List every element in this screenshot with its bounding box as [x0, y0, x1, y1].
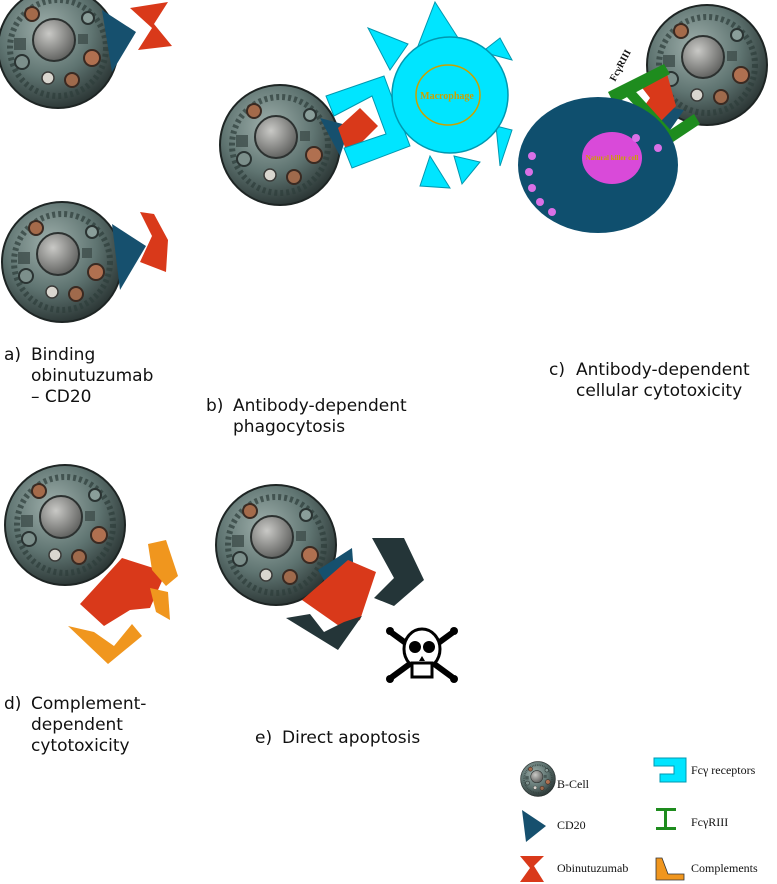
- legend-cd20-label: CD20: [557, 818, 586, 832]
- panel-b-bcell: [220, 85, 340, 205]
- legend-fc-receptors-label: Fcγ receptors: [691, 763, 756, 777]
- legend-cd20-icon: [522, 810, 546, 842]
- panel-d-bcell: [5, 465, 125, 585]
- panel-e-apoptosis-wedges: [286, 538, 424, 650]
- caption-a-line-3: – CD20: [31, 387, 92, 407]
- panel-b-obinutuzumab: [338, 108, 378, 158]
- caption-d-line-3: cytotoxicity: [31, 736, 130, 756]
- legend-bcell-label: B-Cell: [557, 777, 589, 791]
- panel-a-obinutuzumab-bottom: [140, 212, 168, 272]
- caption-c-line-2: cellular cytotoxicity: [576, 381, 743, 401]
- caption-d-line-1: Complement-: [31, 694, 147, 714]
- legend-bcell-icon: [519, 760, 557, 798]
- caption-d-line-2: dependent: [31, 715, 123, 735]
- caption-d: d) Complement- dependent cytotoxicity: [4, 694, 204, 760]
- macrophage-label: Macrophage: [420, 91, 474, 102]
- caption-b-line-1: Antibody-dependent: [233, 396, 407, 416]
- panel-d-obinutuzumab: [80, 558, 166, 626]
- caption-e-line-1: Direct apoptosis: [282, 728, 421, 748]
- legend-obinutuzumab-icon: [520, 856, 544, 882]
- caption-e-letter: e): [255, 728, 273, 748]
- legend-fcgammariii-label: FcγRIII: [691, 815, 729, 829]
- caption-e: e) Direct apoptosis: [255, 728, 455, 750]
- fcgammariii-label: FcγRIII: [608, 48, 634, 83]
- nk-cell-label: Natural killer cell: [586, 154, 639, 162]
- panel-a-bcell-top: [0, 0, 118, 108]
- panel-a-cd20-top: [102, 10, 136, 72]
- panel-a-cd20-bottom: [112, 224, 146, 290]
- panel-d-complements: [68, 540, 178, 664]
- legend-complements-icon: [655, 857, 685, 881]
- panel-a-bcell-bottom: [2, 202, 122, 322]
- caption-b-letter: b): [206, 396, 224, 416]
- caption-c-line-1: Antibody-dependent: [576, 360, 750, 380]
- legend-fc-receptors-icon: [653, 757, 687, 783]
- caption-a-line-1: Binding: [31, 345, 96, 365]
- panel-b-macrophage: [366, 0, 513, 189]
- panel-e-obinutuzumab: [302, 560, 376, 628]
- legend-obinutuzumab-label: Obinutuzumab: [557, 861, 629, 875]
- caption-b-line-2: phagocytosis: [233, 417, 346, 437]
- legend-complements-label: Complements: [691, 861, 758, 875]
- caption-c: c) Antibody-dependent cellular cytotoxic…: [549, 360, 775, 404]
- caption-a-line-2: obinutuzumab: [31, 366, 154, 386]
- caption-d-letter: d): [4, 694, 22, 714]
- panel-a-obinutuzumab-top: [130, 2, 172, 50]
- skull-icon: [386, 627, 458, 683]
- panel-c-nk-cell: [518, 97, 678, 233]
- caption-a: a) Binding obinutuzumab – CD20: [4, 345, 204, 411]
- caption-a-letter: a): [4, 345, 22, 365]
- caption-c-letter: c): [549, 360, 565, 380]
- caption-b: b) Antibody-dependent phagocytosis: [206, 396, 436, 440]
- legend-fcgammariii-icon: [656, 808, 676, 830]
